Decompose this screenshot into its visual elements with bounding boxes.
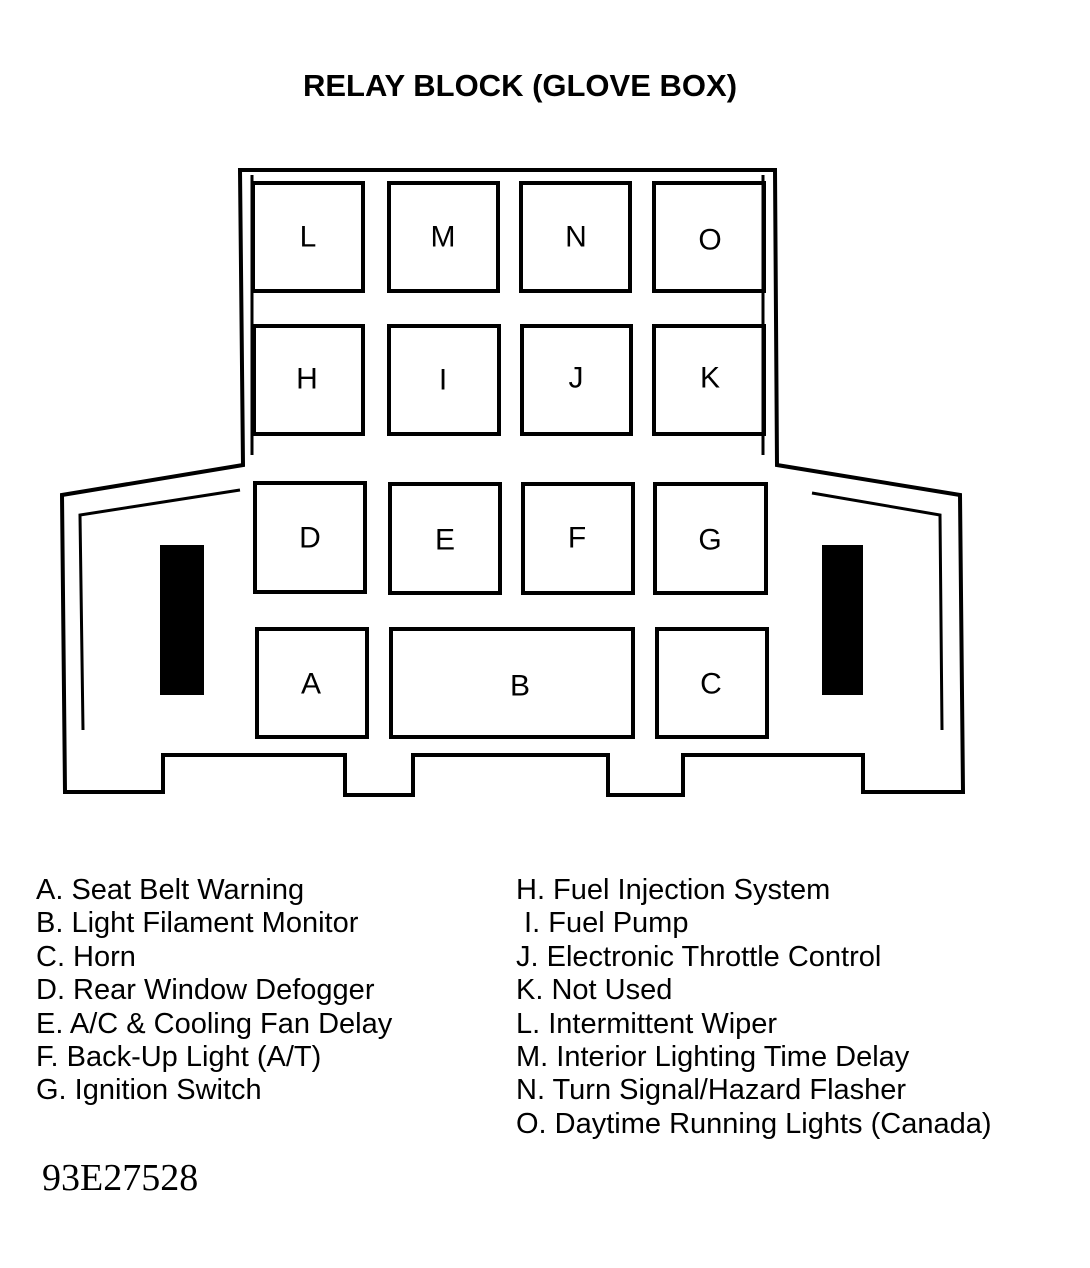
relay-slot-e	[388, 482, 502, 595]
slot-label-b: B	[510, 670, 530, 703]
slot-label-i: I	[439, 364, 447, 397]
slot-label-j: J	[569, 362, 584, 395]
legend-item-g: G. Ignition Switch	[36, 1074, 262, 1107]
legend-item-h: H. Fuel Injection System	[516, 874, 831, 906]
legend-item-f: F. Back-Up Light (A/T)	[36, 1041, 322, 1074]
legend-item-m: M. Interior Lighting Time Delay	[516, 1041, 910, 1074]
legend-item-j: J. Electronic Throttle Control	[516, 940, 882, 973]
relay-slot-k	[652, 324, 766, 436]
slot-label-e: E	[435, 524, 455, 557]
mounting-tab-left	[160, 545, 204, 695]
legend-item-b: B. Light Filament Monitor	[36, 907, 359, 940]
relay-slot-h	[252, 324, 365, 436]
legend-item-c: C. Horn	[36, 940, 136, 973]
slot-label-o: O	[698, 224, 721, 257]
legend-right: H. Fuel Injection System I. Fuel Pump J.…	[516, 874, 992, 1141]
relay-slot-j	[520, 324, 633, 436]
legend-item-n: N. Turn Signal/Hazard Flasher	[516, 1074, 907, 1107]
diagram-title: RELAY BLOCK (GLOVE BOX)	[302, 68, 738, 103]
legend-item-k: K. Not Used	[516, 974, 673, 1007]
slot-label-m: M	[431, 221, 456, 254]
legend-item-o: O. Daytime Running Lights (Canada)	[516, 1107, 992, 1140]
relay-slot-m	[387, 181, 500, 293]
legend-item-l: L. Intermittent Wiper	[516, 1007, 778, 1040]
mounting-tab-right	[822, 545, 863, 695]
inner-rail-right	[811, 491, 944, 731]
slot-label-c: C	[700, 668, 722, 701]
slot-label-l: L	[300, 221, 317, 254]
relay-slot-f	[521, 482, 635, 595]
legend-item-e: E. A/C & Cooling Fan Delay	[36, 1007, 393, 1040]
legend-item-i: I. Fuel Pump	[516, 907, 689, 940]
slot-label-h: H	[296, 363, 318, 396]
inner-rail-left	[78, 488, 241, 731]
figure-id: 93E27528	[42, 1157, 199, 1199]
relay-slot-c	[655, 627, 769, 739]
legend-left: A. Seat Belt Warning B. Light Filament M…	[36, 874, 392, 1108]
relay-slot-o	[652, 181, 766, 293]
relay-slot-b	[389, 627, 635, 739]
legend-item-a: A. Seat Belt Warning	[36, 874, 305, 906]
relay-slot-d	[253, 481, 367, 594]
relay-block-housing	[59, 168, 966, 797]
relay-slot-i	[387, 324, 501, 436]
inner-rail-top	[250, 175, 765, 455]
slot-label-g: G	[698, 524, 721, 557]
slot-label-k: K	[700, 362, 720, 395]
relay-slot-g	[653, 482, 768, 595]
relay-slot-l	[251, 181, 365, 293]
legend-item-d: D. Rear Window Defogger	[36, 974, 375, 1007]
slot-label-f: F	[568, 522, 586, 555]
relay-block-diagram: L M N O H I J K D E F G A B C	[59, 168, 966, 797]
relay-slot-a	[255, 627, 369, 739]
relay-slot-n	[519, 181, 632, 293]
slot-label-a: A	[301, 668, 321, 701]
slot-label-n: N	[565, 221, 587, 254]
slot-label-d: D	[299, 522, 321, 555]
